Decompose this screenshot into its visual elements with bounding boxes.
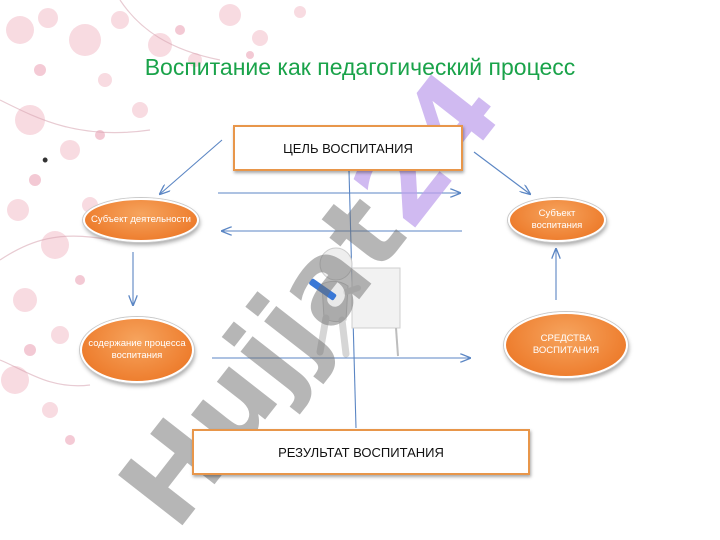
goal-box: ЦЕЛЬ ВОСПИТАНИЯ — [233, 125, 463, 171]
subject-education-label: Субъект воспитания — [531, 207, 583, 231]
result-label: РЕЗУЛЬТАТ ВОСПИТАНИЯ — [278, 444, 444, 460]
means-node: СРЕДСТВА ВОСПИТАНИЯ — [504, 312, 628, 378]
subject-activity-node: Субъект деятельности — [83, 198, 199, 242]
arrow-goal-to-subject-education — [473, 151, 530, 194]
content-node: содержание процесса воспитания — [80, 317, 194, 383]
bullet-point: • — [42, 150, 49, 170]
means-label: СРЕДСТВА ВОСПИТАНИЯ — [532, 332, 600, 356]
slide-title: Воспитание как педагогический процесс — [144, 54, 576, 80]
person-figure-icon — [309, 247, 401, 358]
arrow-goal-to-subject-activity — [160, 139, 223, 194]
subject-education-node: Субъект воспитания — [508, 198, 606, 242]
subject-activity-label: Субъект деятельности — [91, 213, 191, 225]
goal-label: ЦЕЛЬ ВОСПИТАНИЯ — [283, 140, 413, 156]
result-box: РЕЗУЛЬТАТ ВОСПИТАНИЯ — [192, 429, 530, 475]
content-label: содержание процесса воспитания — [88, 337, 186, 361]
